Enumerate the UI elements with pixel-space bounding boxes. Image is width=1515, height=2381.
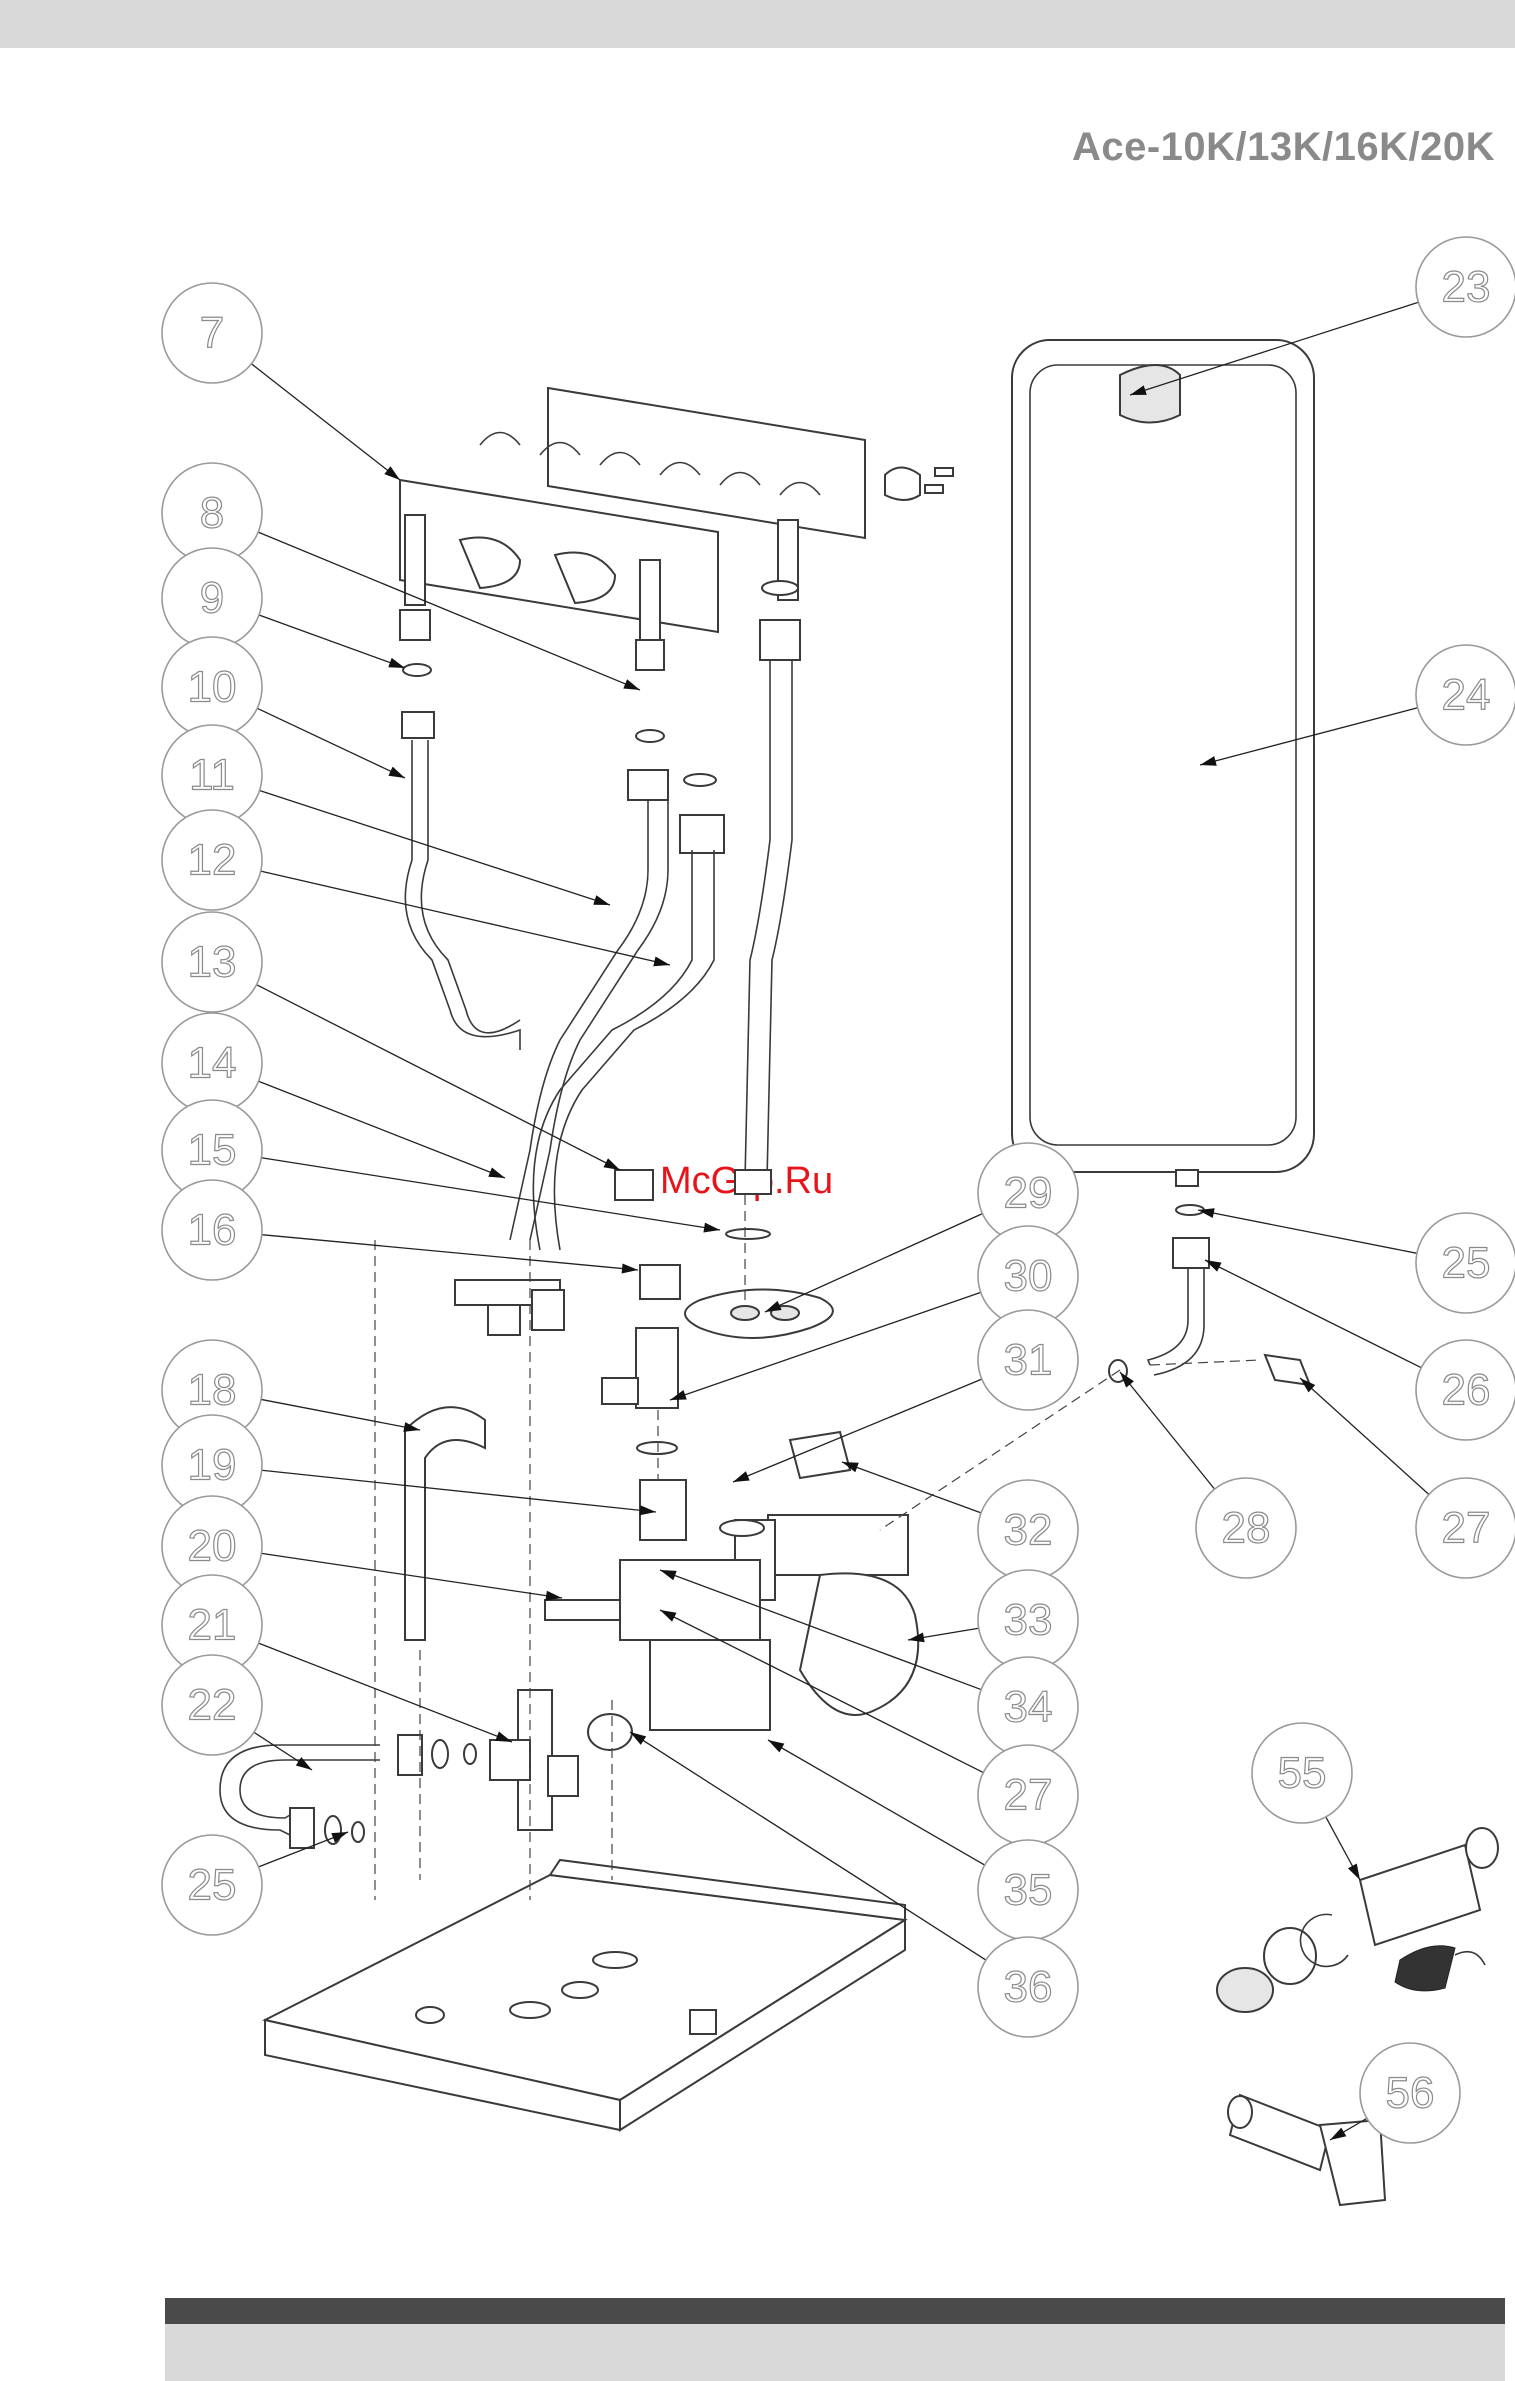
callout-leader-line: [262, 1470, 656, 1512]
callout-label: 36: [1004, 1963, 1053, 2012]
callout-leader-line: [1198, 1210, 1417, 1253]
callout-label: 55: [1278, 1749, 1327, 1798]
callout-label: 18: [188, 1366, 237, 1415]
callout-leader-line: [1300, 1378, 1429, 1494]
callout-leader-line: [259, 615, 405, 668]
callout-label: 25: [188, 1861, 237, 1910]
heat-exchanger-part: [400, 388, 865, 640]
callout-arrowhead: [768, 1740, 784, 1752]
callout-leader-line: [768, 1740, 985, 1865]
callout-arrowhead: [388, 767, 405, 778]
callout-label: 22: [188, 1681, 237, 1730]
left-fittings-part: [400, 610, 520, 1050]
vessel-fittings-part: [1109, 1205, 1310, 1385]
callout-leader-line: [1205, 1260, 1421, 1368]
safety-valve-part: [1228, 2095, 1385, 2205]
middle-pipes-part: [510, 640, 724, 1250]
footer-dark-bar: [165, 2298, 1505, 2324]
callout-label: 34: [1004, 1683, 1053, 1732]
gasket-part: [685, 1289, 833, 1338]
callout-label: 28: [1222, 1504, 1271, 1553]
callout-label: 24: [1442, 671, 1491, 720]
callout-label: 27: [1442, 1504, 1491, 1553]
callout-arrowhead: [388, 658, 405, 668]
callout-label: 32: [1004, 1506, 1053, 1555]
callout-label: 9: [200, 574, 224, 623]
callout-arrowhead: [623, 679, 640, 690]
callout-leader-line: [259, 1643, 512, 1742]
callout-leader-line: [733, 1379, 982, 1482]
callout-label: 20: [188, 1522, 237, 1571]
callout-arrowhead: [488, 1168, 505, 1179]
right-pipe-part: [735, 581, 800, 1194]
callout-arrowhead: [296, 1757, 312, 1770]
callout-label: 35: [1004, 1866, 1053, 1915]
callout-arrowhead: [1348, 1864, 1360, 1880]
callout-leader-line: [262, 1235, 638, 1270]
callout-label: 19: [188, 1441, 237, 1490]
callout-label: 33: [1004, 1596, 1053, 1645]
callout-leader-line: [1120, 1372, 1215, 1489]
callout-label: 8: [200, 489, 224, 538]
washer-part: [726, 1229, 770, 1239]
callout-arrowhead: [593, 895, 610, 905]
elbow-pipe-part: [405, 1407, 485, 1640]
footer-light-bar: [165, 2324, 1505, 2381]
callout-arrowhead: [603, 1158, 620, 1170]
callout-label: 15: [188, 1126, 237, 1175]
callout-arrowhead: [653, 957, 670, 967]
callout-label: 12: [188, 836, 237, 885]
tee-fitting-part: [490, 1690, 578, 1830]
callout-arrowhead: [703, 1223, 720, 1233]
callout-leader-line: [260, 791, 610, 905]
manifold-part: [455, 1280, 564, 1335]
callout-label: 56: [1386, 2069, 1435, 2118]
callout-arrowhead: [495, 1732, 512, 1742]
parts-drawing: [220, 340, 1498, 2205]
base-plate-part: [265, 1860, 905, 2130]
callout-leader-line: [261, 1399, 420, 1430]
callout-arrowhead: [384, 466, 400, 480]
callout-label: 10: [188, 663, 237, 712]
callout-leader-line: [251, 364, 400, 480]
callout-arrowhead: [630, 1732, 646, 1745]
callout-label: 14: [188, 1039, 237, 1088]
o-ring-part: [588, 1714, 632, 1750]
expansion-vessel-part: [885, 340, 1314, 1186]
callout-label: 27: [1004, 1771, 1053, 1820]
callout-arrowhead: [622, 1264, 638, 1274]
sensor-part: [615, 1170, 653, 1200]
callout-label: 11: [189, 751, 235, 800]
callout-label: 7: [200, 309, 224, 358]
callout-arrowhead: [733, 1471, 750, 1482]
callout-label: 25: [1442, 1239, 1491, 1288]
callout-label: 23: [1442, 263, 1491, 312]
callout-leader-line: [842, 1462, 981, 1513]
callout-label: 13: [188, 938, 237, 987]
sensor-part-2: [640, 1265, 680, 1299]
callout-leader-line: [765, 1214, 982, 1312]
bypass-pipe-part: [220, 1735, 476, 1848]
callout-leader-line: [257, 708, 405, 778]
callout-label: 29: [1004, 1169, 1053, 1218]
pump-part: [545, 1432, 918, 1730]
callout-label: 30: [1004, 1252, 1053, 1301]
flow-sensor-kit-part: [1217, 1828, 1498, 2012]
callout-label: 31: [1004, 1336, 1053, 1385]
callout-leader-line: [261, 871, 670, 965]
callout-label: 16: [188, 1206, 237, 1255]
callout-label: 21: [188, 1601, 237, 1650]
callout-label: 26: [1442, 1366, 1491, 1415]
